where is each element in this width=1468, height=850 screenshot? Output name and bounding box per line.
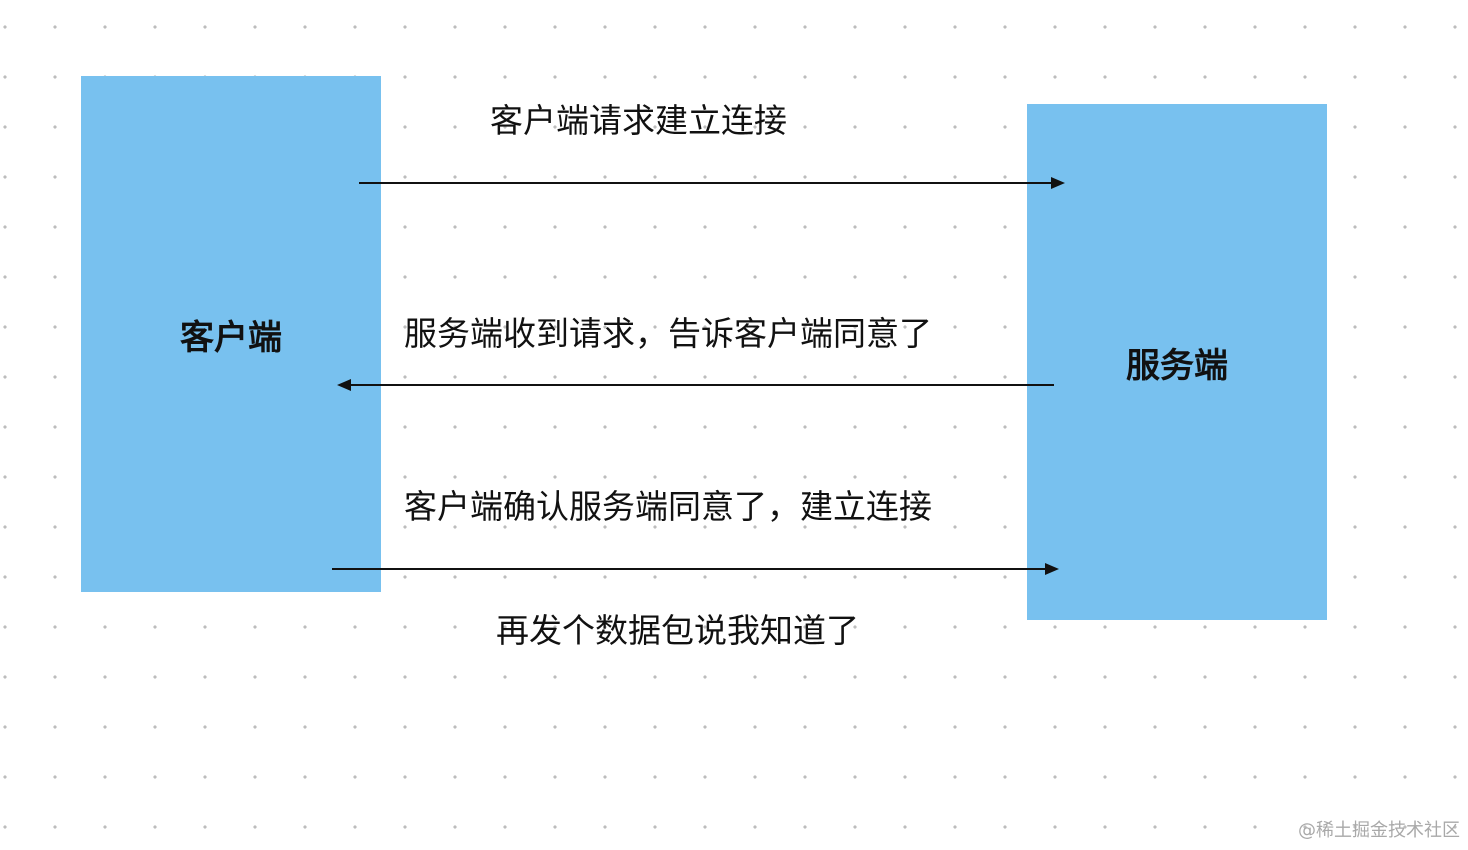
watermark-text: @稀土掘金技术社区 xyxy=(1298,820,1460,841)
server-label: 服务端 xyxy=(1126,345,1228,386)
message-step1-label: 客户端请求建立连接 xyxy=(490,101,787,140)
message-step3-label-line2: 再发个数据包说我知道了 xyxy=(496,611,859,650)
arrow-server-to-client-ack xyxy=(337,379,1054,391)
message-step3-label-line1: 客户端确认服务端同意了，建立连接 xyxy=(404,487,932,526)
client-box: 客户端 xyxy=(81,76,381,592)
arrow-client-to-server-request xyxy=(359,177,1065,189)
arrow-client-to-server-confirm xyxy=(332,563,1059,575)
server-box: 服务端 xyxy=(1027,104,1327,620)
client-label: 客户端 xyxy=(180,317,282,358)
message-step2-label: 服务端收到请求，告诉客户端同意了 xyxy=(404,314,932,353)
